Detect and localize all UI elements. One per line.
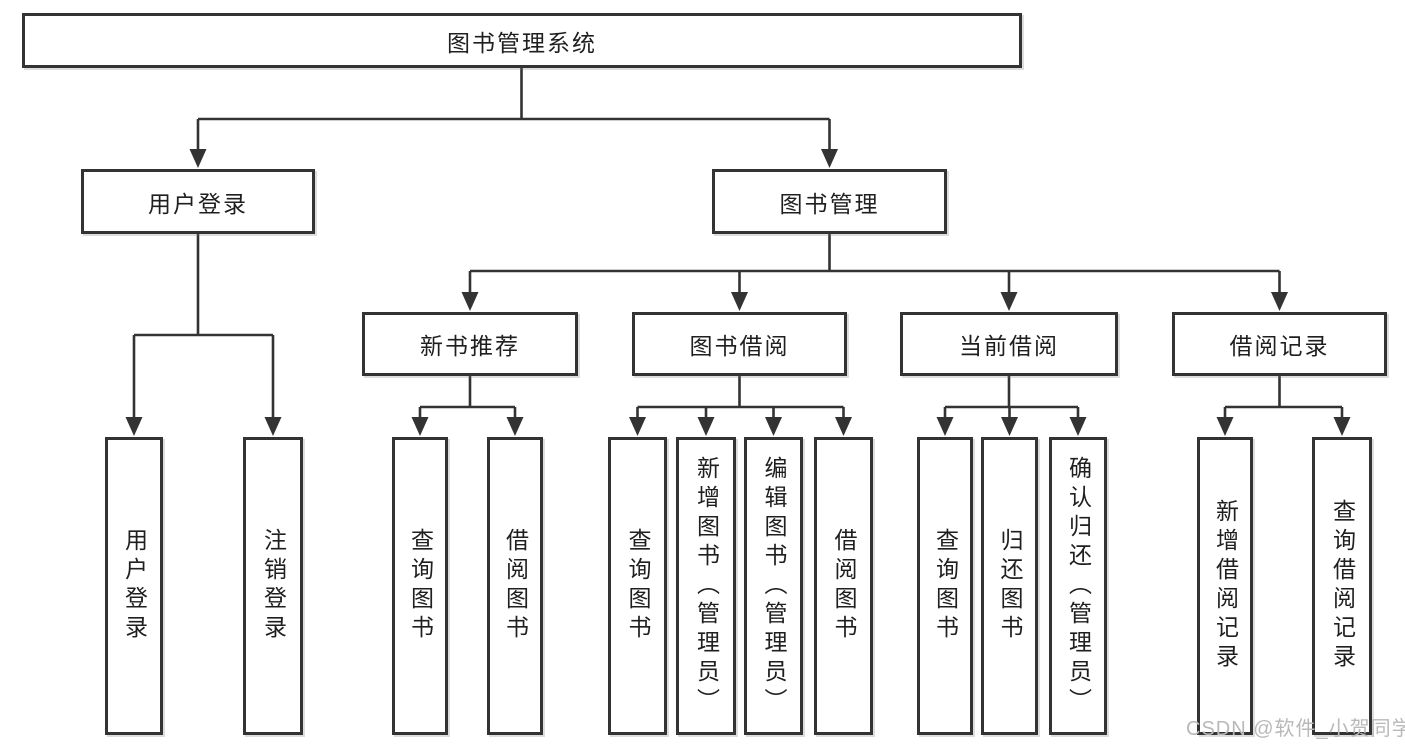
leaf-query-borrow-record: 查询借阅记录 bbox=[1312, 437, 1372, 735]
leaf-add-borrow-record: 新增借阅记录 bbox=[1197, 437, 1253, 735]
leaf-logout: 注销登录 bbox=[243, 437, 303, 735]
csdn-watermark: CSDN @软件_小贺同学 bbox=[1186, 718, 1405, 740]
node-library-management-system: 图书管理系统 bbox=[22, 13, 1022, 68]
node-new-book-recommend: 新书推荐 bbox=[362, 312, 578, 376]
node-book-borrowing: 图书借阅 bbox=[632, 312, 847, 376]
leaf-query-books-recommend: 查询图书 bbox=[392, 437, 448, 735]
leaf-user-login: 用户登录 bbox=[105, 437, 163, 735]
leaf-return-book: 归还图书 bbox=[981, 437, 1038, 735]
leaf-edit-book-admin: 编辑图书（管理员） bbox=[744, 437, 803, 735]
node-current-borrowing: 当前借阅 bbox=[900, 312, 1118, 376]
leaf-add-book-admin: 新增图书（管理员） bbox=[676, 437, 736, 735]
leaf-borrow-books-recommend: 借阅图书 bbox=[487, 437, 543, 735]
leaf-borrow-books: 借阅图书 bbox=[814, 437, 873, 735]
node-book-management: 图书管理 bbox=[712, 169, 947, 234]
leaf-query-books-current: 查询图书 bbox=[917, 437, 973, 735]
node-borrowing-records: 借阅记录 bbox=[1172, 312, 1387, 376]
node-user-login: 用户登录 bbox=[81, 169, 315, 234]
leaf-query-books-borrowing: 查询图书 bbox=[608, 437, 667, 735]
leaf-confirm-return-admin: 确认归还（管理员） bbox=[1049, 437, 1107, 735]
